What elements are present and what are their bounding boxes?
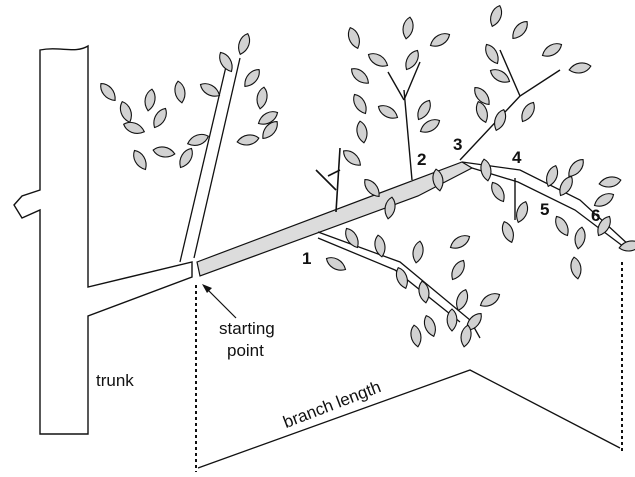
leaf	[353, 93, 367, 115]
branch-node-2	[387, 61, 421, 181]
lower-branch	[317, 231, 481, 339]
leaf	[356, 120, 368, 144]
leaf	[479, 293, 501, 307]
leaf	[512, 21, 528, 40]
node-number-5: 5	[540, 200, 550, 219]
leaf	[501, 220, 514, 244]
leaf	[419, 119, 441, 133]
leaf	[597, 215, 611, 237]
leaf	[417, 99, 431, 121]
leaf	[570, 256, 582, 280]
branch-length-bracket	[197, 369, 621, 469]
leaf	[377, 105, 399, 119]
leaf	[489, 69, 511, 83]
leaf	[153, 107, 167, 129]
leaf	[238, 32, 251, 56]
trunk-label: trunk	[96, 371, 134, 390]
leaf	[219, 51, 233, 73]
leaf	[598, 176, 622, 188]
leaf	[574, 226, 586, 250]
leaf	[475, 100, 488, 124]
leaf	[474, 87, 490, 106]
leaf	[568, 159, 584, 178]
leaf	[449, 235, 471, 249]
node-number-4: 4	[512, 148, 522, 167]
leaf	[395, 266, 408, 290]
leaf	[236, 134, 260, 146]
leaf	[384, 196, 396, 220]
leaf	[343, 150, 362, 166]
leaf	[429, 33, 451, 47]
leaf	[351, 68, 370, 84]
leaf	[410, 324, 422, 348]
node-number-6: 6	[591, 206, 601, 225]
leaf	[405, 49, 419, 71]
leaf	[521, 101, 535, 123]
leaf	[451, 259, 465, 281]
leaf	[144, 88, 156, 112]
starting-label-line1: starting	[219, 319, 275, 338]
leaf	[568, 62, 592, 74]
starting-point-arrow	[203, 285, 237, 319]
leaf	[364, 179, 380, 198]
leaf	[257, 111, 279, 125]
starting-label-line2: point	[227, 341, 264, 360]
leaf	[546, 164, 559, 188]
leaves-group	[100, 4, 635, 348]
leaf	[244, 69, 260, 88]
leaf	[152, 146, 176, 158]
twig-stub	[315, 147, 341, 213]
leaf	[423, 314, 436, 338]
leaf	[485, 43, 499, 65]
leaf	[374, 234, 386, 258]
leaf	[402, 16, 414, 40]
leaf	[541, 43, 563, 57]
leaf	[418, 280, 430, 304]
leaf	[262, 121, 278, 140]
node-number-2: 2	[417, 150, 427, 169]
leaf	[345, 227, 359, 249]
leaf	[446, 308, 458, 332]
branch-length-highlight	[196, 161, 474, 277]
trunk-outline	[13, 44, 193, 435]
leaf	[456, 288, 469, 312]
leaf	[122, 121, 146, 134]
leaf	[555, 215, 569, 237]
leaf	[460, 324, 472, 348]
leaf	[347, 26, 360, 50]
leaf	[432, 168, 444, 192]
leaf	[174, 80, 186, 104]
leaf	[480, 158, 492, 182]
leaf	[412, 240, 424, 264]
leaf	[494, 108, 507, 132]
leaf	[199, 83, 221, 97]
leaf	[100, 83, 116, 102]
leaf	[559, 175, 573, 197]
upper-left-stem	[179, 57, 241, 263]
starting-point-arrowhead	[202, 284, 212, 293]
leaf	[179, 147, 193, 169]
node-number-3: 3	[453, 135, 463, 154]
leaf	[367, 53, 389, 67]
leaf	[119, 100, 132, 124]
node-number-1: 1	[302, 249, 312, 268]
leaf	[256, 86, 268, 110]
leaf	[133, 149, 147, 171]
branch-node-3	[459, 49, 561, 161]
leaf	[325, 257, 347, 271]
leaf	[593, 193, 615, 207]
leaf	[516, 200, 529, 224]
leaf	[186, 133, 210, 146]
leaf	[618, 240, 635, 252]
leaf	[491, 181, 505, 203]
leaf	[490, 4, 503, 28]
